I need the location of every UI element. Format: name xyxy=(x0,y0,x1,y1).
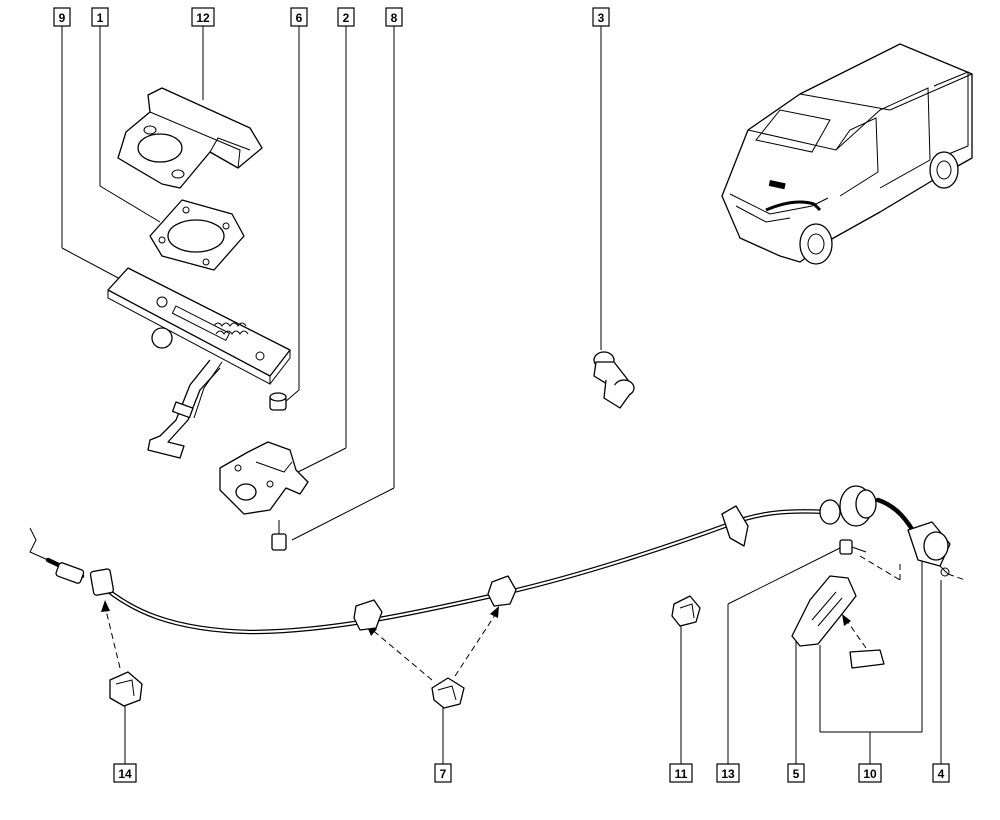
svg-text:4: 4 xyxy=(938,767,945,781)
svg-text:13: 13 xyxy=(721,767,735,781)
part-5-release-handle xyxy=(791,575,857,647)
van-illustration xyxy=(721,43,973,265)
part-9-latch-mechanism xyxy=(107,267,291,459)
svg-text:11: 11 xyxy=(675,767,688,781)
svg-text:6: 6 xyxy=(296,11,303,25)
leader-lines xyxy=(61,26,942,764)
part-7-clip xyxy=(431,677,465,709)
svg-text:10: 10 xyxy=(863,767,877,781)
svg-text:3: 3 xyxy=(598,11,605,25)
label-8: 8 xyxy=(385,7,403,27)
part-1-gasket xyxy=(149,199,245,271)
label-6: 6 xyxy=(290,7,308,27)
label-13: 13 xyxy=(716,763,740,783)
svg-text:14: 14 xyxy=(118,767,132,781)
label-1: 1 xyxy=(91,7,109,27)
label-3: 3 xyxy=(592,7,610,27)
svg-text:12: 12 xyxy=(196,11,210,25)
svg-text:7: 7 xyxy=(440,767,447,781)
svg-text:1: 1 xyxy=(97,11,104,25)
label-7: 7 xyxy=(434,763,452,783)
part-14-clip xyxy=(109,671,143,707)
part-6-nut xyxy=(269,392,287,411)
cable-clips xyxy=(353,575,517,631)
part-8-screw xyxy=(271,520,287,551)
svg-text:2: 2 xyxy=(343,11,350,25)
reference-labels: 9 1 12 6 2 8 3 14 7 11 13 5 10 4 xyxy=(53,7,950,783)
part-11-clip xyxy=(671,595,701,627)
label-9: 9 xyxy=(53,7,71,27)
label-2: 2 xyxy=(337,7,355,27)
svg-text:8: 8 xyxy=(391,11,398,25)
label-10: 10 xyxy=(858,763,882,783)
part-13-bolt xyxy=(839,539,867,555)
svg-text:9: 9 xyxy=(59,11,66,25)
label-4: 4 xyxy=(932,763,950,783)
label-5: 5 xyxy=(787,763,805,783)
label-12: 12 xyxy=(191,7,215,27)
part-2-latch-bracket xyxy=(219,441,309,515)
label-11: 11 xyxy=(669,763,693,783)
part-3-bump-stop xyxy=(593,351,635,409)
label-14: 14 xyxy=(113,763,137,783)
part-10-label xyxy=(849,649,885,669)
part-12-top-plate xyxy=(117,87,263,189)
svg-text:5: 5 xyxy=(793,767,800,781)
